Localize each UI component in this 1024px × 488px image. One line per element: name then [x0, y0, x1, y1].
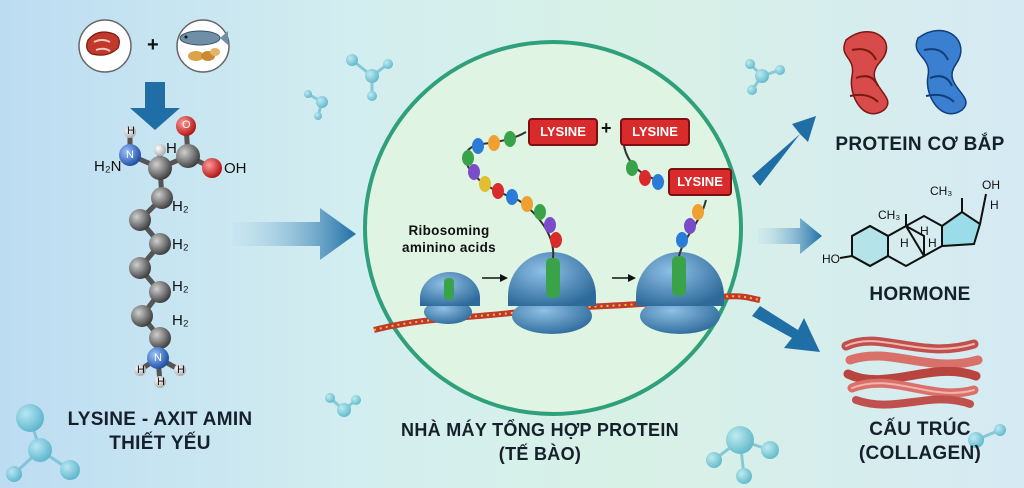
- lysine-tag-1: LYSINE: [528, 118, 598, 146]
- atom-o-top: O: [182, 119, 191, 131]
- steroid-h-a: H: [900, 236, 909, 250]
- collagen-label-line2: (COLLAGEN): [858, 443, 982, 464]
- atom-ch2-3: H₂: [172, 278, 189, 295]
- collagen-label-line1: CẤU TRÚC: [869, 419, 971, 440]
- steroid-h-mid: H: [920, 224, 929, 238]
- atom-n-top: N: [126, 149, 134, 161]
- atom-ch2-4: H₂: [172, 312, 189, 329]
- ribosome-label-line1: Ribosoming: [408, 223, 490, 238]
- hormone-label: HORMONE: [869, 284, 971, 305]
- step-arrow-2-head: [628, 274, 636, 282]
- steroid-oh: OH: [982, 178, 1000, 192]
- arrow-to-collagen: [752, 306, 820, 352]
- atom-h-alpha: H: [166, 140, 177, 157]
- steroid-h-top: H: [990, 198, 999, 212]
- fish-icon: [176, 19, 230, 73]
- steroid-ho: HO: [822, 252, 840, 266]
- ribosome-label: Ribosoming aminino acids: [384, 222, 514, 256]
- decorative-molecules: [6, 54, 1006, 484]
- step-arrow-1-head: [500, 274, 508, 282]
- ribosome-middle: [508, 252, 596, 334]
- atom-oh: OH: [224, 160, 247, 177]
- arrow-to-muscle: [752, 116, 816, 186]
- lysine-molecule: [119, 116, 222, 388]
- atom-n-bottom: N: [154, 352, 162, 364]
- factory-title: NHÀ MÁY TỔNG HỢP PROTEIN (TẾ BÀO): [360, 418, 720, 466]
- atom-h-top: H: [127, 125, 135, 137]
- tag-plus-sign: +: [601, 118, 612, 138]
- atom-ch2-2: H₂: [172, 236, 189, 253]
- collagen-bundle: [841, 336, 983, 409]
- food-plus-sign: +: [147, 34, 159, 56]
- ribosome-right: [636, 252, 724, 334]
- atom-h-b1: H: [137, 364, 145, 376]
- muscle-protein-label: PROTEIN CƠ BẮP: [835, 134, 1005, 155]
- lysine-tag-3: LYSINE: [668, 168, 732, 196]
- ribosome-label-line2: aminino acids: [402, 240, 496, 255]
- peptide-chain-1: [462, 131, 562, 259]
- food-to-lysine-arrow: [130, 82, 180, 130]
- lysine-title-line1: LYSINE - AXIT AMIN: [67, 409, 253, 430]
- peptide-chain-2: [623, 145, 707, 257]
- factory-title-line1: NHÀ MÁY TỔNG HỢP PROTEIN: [401, 420, 679, 440]
- factory-title-line2: (TẾ BÀO): [498, 444, 582, 464]
- steroid-ch3-left: CH₃: [878, 208, 901, 222]
- atom-ch2-1: H₂: [172, 198, 189, 215]
- lysine-tag-2: LYSINE: [620, 118, 690, 146]
- steroid-ch3-top: CH₃: [930, 184, 953, 198]
- collagen-label: CẤU TRÚC (COLLAGEN): [820, 418, 1020, 466]
- ribosome-small: [420, 272, 480, 324]
- steroid-h-b: H: [928, 236, 937, 250]
- lysine-title: LYSINE - AXIT AMIN THIẾT YẾU: [40, 408, 280, 456]
- lysine-to-cell-arrow: [232, 208, 356, 260]
- atom-h-b2: H: [157, 376, 165, 388]
- muscle-protein-icon: [843, 29, 967, 115]
- atom-h2n: H₂N: [94, 158, 122, 175]
- lysine-title-line2: THIẾT YẾU: [109, 433, 211, 454]
- arrow-to-hormone: [758, 218, 822, 254]
- atom-h-b3: H: [177, 364, 185, 376]
- steroid-structure: [839, 193, 987, 268]
- meat-icon: [78, 19, 132, 73]
